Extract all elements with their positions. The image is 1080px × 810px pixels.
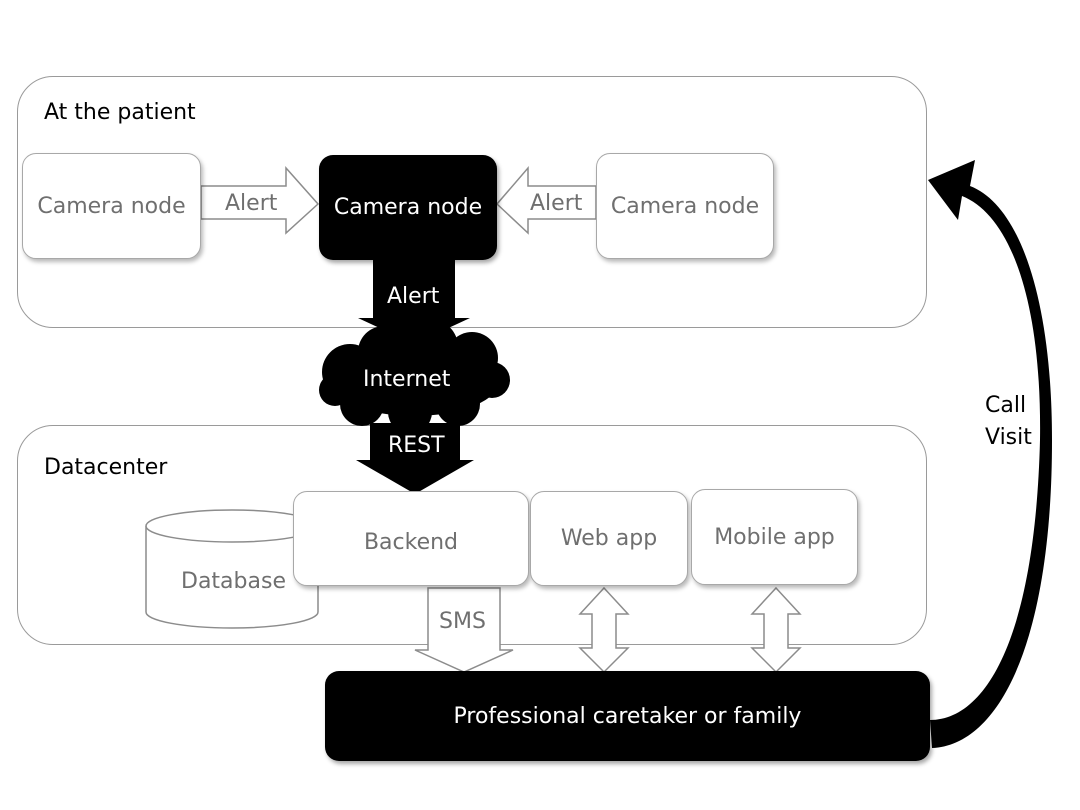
caretaker-label: Professional caretaker or family — [453, 703, 802, 729]
visit-label: Visit — [985, 425, 1032, 450]
backend-label: Backend — [363, 530, 459, 555]
camera-node-left-label: Camera node — [37, 193, 186, 219]
internet-cloud — [319, 319, 510, 434]
database-label: Database — [181, 569, 286, 594]
alert-right-label: Alert — [530, 191, 583, 216]
caretaker-node: Professional caretaker or family — [325, 671, 930, 761]
alert-arrow-right — [495, 165, 597, 235]
database-cylinder — [145, 509, 319, 629]
webapp-double-arrow — [578, 586, 630, 674]
camera-node-left: Camera node — [22, 153, 201, 259]
rest-label: REST — [388, 433, 445, 458]
rest-arrow-down — [356, 423, 474, 494]
mobile-app-node: Mobile app — [691, 489, 858, 585]
region-label-datacenter: Datacenter — [44, 455, 168, 480]
camera-node-right-label: Camera node — [610, 193, 760, 219]
call-label: Call — [985, 393, 1027, 418]
alert-left-label: Alert — [225, 191, 278, 216]
mobile-app-label: Mobile app — [714, 524, 835, 550]
web-app-node: Web app — [530, 491, 688, 586]
region-label-at-the-patient: At the patient — [44, 100, 196, 125]
call-visit-curved-arrow — [928, 160, 1052, 748]
camera-node-right: Camera node — [596, 153, 774, 259]
mobileapp-double-arrow — [750, 586, 802, 674]
sms-arrow-down — [414, 587, 514, 673]
internet-label: Internet — [363, 367, 451, 392]
camera-node-center: Camera node — [319, 155, 497, 260]
web-app-label: Web app — [560, 526, 658, 551]
alert-arrow-left — [200, 166, 320, 235]
sms-label: SMS — [439, 609, 486, 634]
camera-node-center-label: Camera node — [333, 195, 483, 220]
backend-node: Backend — [293, 491, 529, 586]
alert-down-label: Alert — [387, 284, 440, 309]
